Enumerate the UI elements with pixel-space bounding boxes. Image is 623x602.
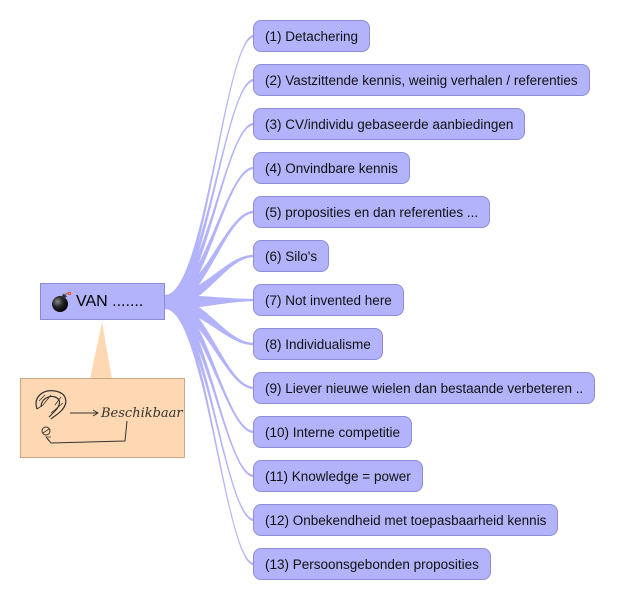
topic-label: (7) Not invented here (265, 292, 392, 308)
topic-node[interactable]: (6) Silo's (253, 240, 330, 272)
topic-node[interactable]: (10) Interne competitie (253, 416, 413, 448)
topic-label: (8) Individualisme (265, 336, 371, 352)
note-handwriting-text: Beschikbaar (100, 406, 183, 421)
topic-node[interactable]: (13) Persoonsgebonden proposities (253, 548, 491, 580)
branch-link (165, 295, 254, 390)
topic-label: (3) CV/individu gebaseerde aanbiedingen (265, 116, 514, 132)
topic-node[interactable]: (12) Onbekendheid met toepasbaarheid ken… (253, 504, 559, 536)
topic-node[interactable]: (5) proposities en dan referenties ... (253, 196, 491, 228)
topic-label: (10) Interne competitie (265, 424, 401, 440)
topic-label: (9) Liever nieuwe wielen dan bestaande v… (265, 380, 584, 396)
topic-node[interactable]: (2) Vastzittende kennis, weinig verhalen… (253, 64, 590, 96)
topic-node[interactable]: (1) Detachering (253, 20, 371, 52)
central-topic[interactable]: VAN ....... (40, 283, 165, 320)
topic-label: (4) Onvindbare kennis (265, 160, 398, 176)
topic-node[interactable]: (3) CV/individu gebaseerde aanbiedingen (253, 108, 526, 140)
topic-node[interactable]: (9) Liever nieuwe wielen dan bestaande v… (253, 372, 596, 404)
topic-label: (11) Knowledge = power (265, 468, 411, 484)
topic-label: (6) Silo's (265, 248, 318, 264)
topic-label: (12) Onbekendheid met toepasbaarheid ken… (265, 512, 547, 528)
topic-node[interactable]: (8) Individualisme (253, 328, 383, 360)
handwritten-sketch: Beschikbaar (35, 390, 183, 444)
topic-label: (1) Detachering (265, 28, 359, 44)
topic-label: (2) Vastzittende kennis, weinig verhalen… (265, 72, 578, 88)
topic-node[interactable]: (11) Knowledge = power (253, 460, 423, 492)
central-topic-label: VAN ....... (76, 292, 144, 310)
topic-label: (5) proposities en dan referenties ... (265, 204, 479, 220)
branch-link (165, 210, 254, 309)
bomb-icon (50, 291, 72, 313)
topic-label: (13) Persoonsgebonden proposities (265, 556, 479, 572)
note-image[interactable]: Beschikbaar (20, 378, 185, 458)
topic-node[interactable]: (7) Not invented here (253, 284, 404, 316)
topic-node[interactable]: (4) Onvindbare kennis (253, 152, 410, 184)
